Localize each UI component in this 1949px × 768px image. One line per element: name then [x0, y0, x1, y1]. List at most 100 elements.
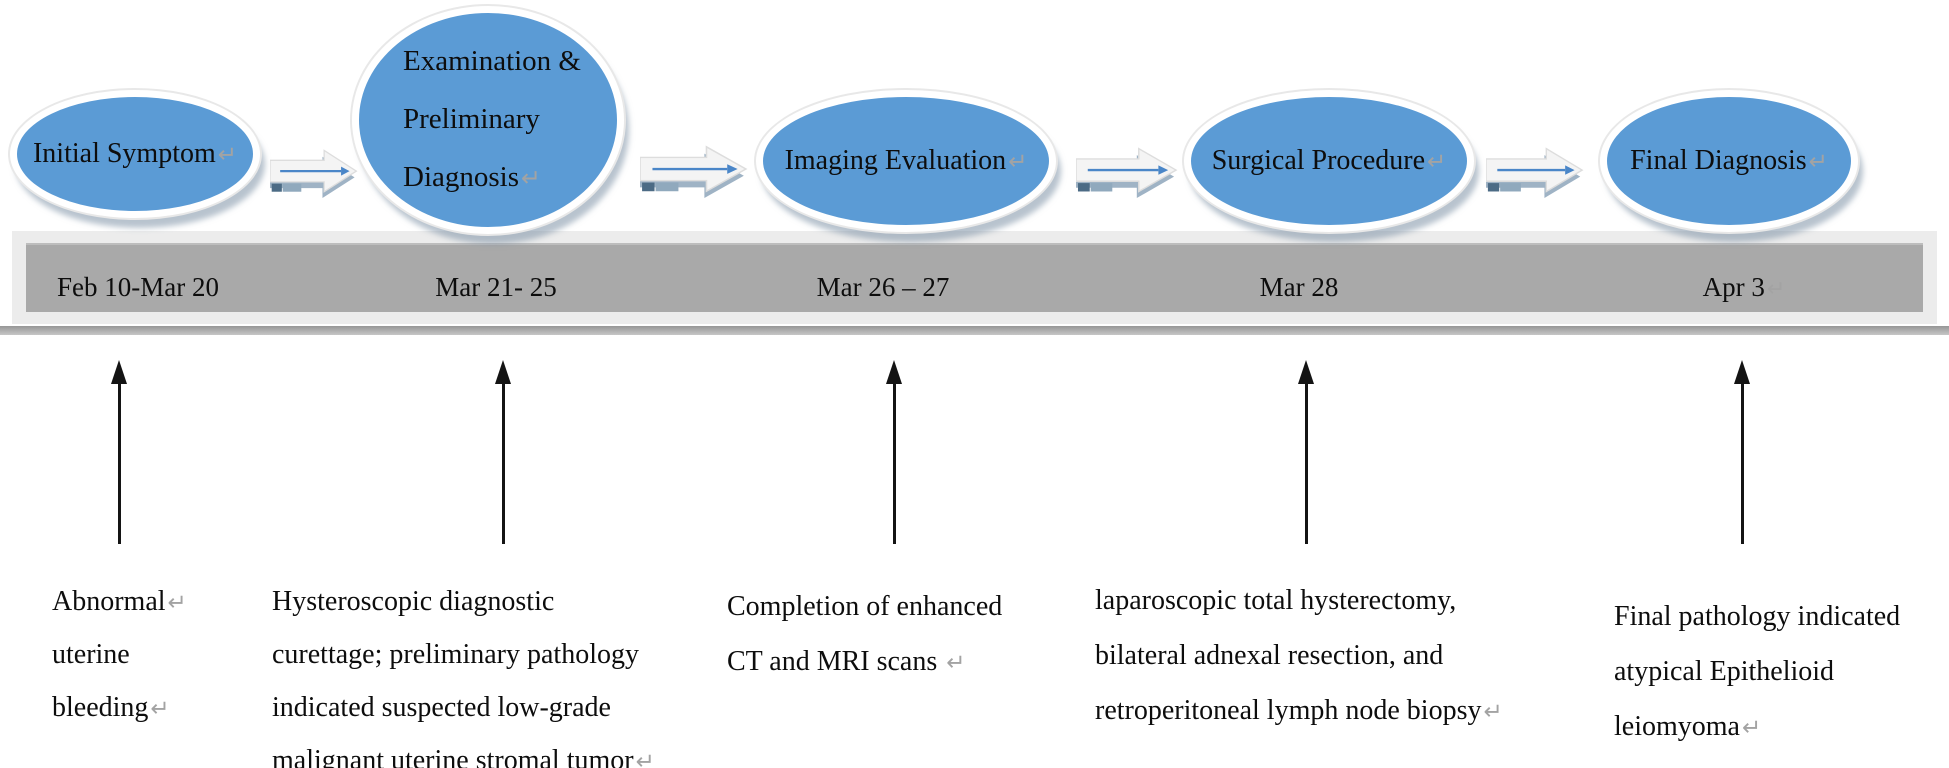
return-arrow-icon: ↵	[1808, 149, 1828, 175]
up-arrow-icon	[494, 360, 512, 546]
return-arrow-icon: ↵	[1766, 276, 1786, 302]
stage-note-initial-symptom: Abnormal↵ uterine bleeding↵	[52, 576, 187, 735]
return-arrow-icon	[949, 276, 951, 302]
note-text: indicated suspected low-grade	[272, 692, 611, 723]
note-line: atypical Epithelioid	[1614, 645, 1902, 700]
stage-ellipse-surgical-procedure: Surgical Procedure↵	[1184, 90, 1474, 232]
note-text: atypical Epithelioid	[1614, 656, 1835, 687]
return-arrow-icon	[557, 276, 559, 302]
flow-arrow-icon	[640, 142, 748, 198]
note-text: leiomyoma	[1614, 711, 1740, 742]
up-arrow-head	[1734, 360, 1750, 384]
note-text: bleeding	[52, 692, 149, 723]
note-line: uterine	[52, 629, 187, 682]
note-text: bilateral adnexal resection, and	[1095, 640, 1444, 671]
flow-arrow-icon	[270, 146, 358, 198]
stage-note-examination-preliminary-diagnosis: Hysteroscopic diagnostic curettage; prel…	[272, 576, 655, 768]
note-text: Abnormal	[52, 586, 166, 617]
return-arrow-icon: ↵	[167, 590, 187, 616]
note-text: uterine	[52, 639, 130, 670]
note-text: retroperitoneal lymph node biopsy	[1095, 695, 1482, 726]
up-arrow-icon	[885, 360, 903, 546]
flow-arrow-icon	[1076, 144, 1178, 198]
stage-date: Mar 26 – 27	[817, 272, 952, 303]
return-arrow-icon: ↵	[217, 142, 237, 168]
up-arrow-head	[111, 360, 127, 384]
note-line: Completion of enhanced	[727, 580, 1004, 635]
return-arrow-icon	[1338, 276, 1340, 302]
return-arrow-icon	[639, 643, 641, 669]
note-text: Hysteroscopic diagnostic	[272, 586, 555, 617]
up-arrow-shaft	[1304, 384, 1308, 544]
return-arrow-icon	[611, 696, 613, 722]
note-line: laparoscopic total hysterectomy,	[1095, 574, 1503, 629]
return-arrow-icon	[1900, 605, 1902, 631]
stage-date: Apr 3↵	[1703, 272, 1786, 303]
up-arrow-head	[1298, 360, 1314, 384]
stage-label: Imaging Evaluation↵	[785, 145, 1028, 177]
stage-note-imaging-evaluation: Completion of enhanced CT and MRI scans …	[727, 580, 1004, 690]
up-arrow-icon	[110, 360, 128, 546]
stage-date-text: Mar 26 – 27	[816, 272, 950, 302]
return-arrow-icon: ↵	[1741, 715, 1762, 741]
stage-ellipse-final-diagnosis: Final Diagnosis↵	[1600, 90, 1858, 232]
note-line: curettage; preliminary pathology	[272, 629, 655, 682]
stage-label: Initial Symptom↵	[33, 138, 237, 170]
note-line: malignant uterine stromal tumor↵	[272, 735, 655, 768]
divider-rule	[0, 326, 1949, 335]
stage-date-text: Feb 10-Mar 20	[57, 272, 219, 302]
note-line: Final pathology indicated	[1614, 590, 1902, 645]
return-arrow-icon: ↵	[1008, 149, 1028, 175]
note-text: laparoscopic total hysterectomy,	[1095, 585, 1457, 616]
stage-label-text: Final Diagnosis	[1630, 145, 1807, 176]
return-arrow-icon	[219, 276, 221, 302]
return-arrow-icon	[581, 48, 583, 76]
stage-label: Diagnosis↵	[403, 149, 541, 207]
up-arrow-shaft	[892, 384, 896, 544]
stage-label-text: Preliminary	[403, 103, 540, 135]
stage-date: Mar 28	[1260, 272, 1341, 303]
up-arrow-icon	[1733, 360, 1751, 546]
stage-ellipse-examination-preliminary-diagnosis: Examination & Preliminary Diagnosis↵	[352, 6, 624, 234]
stage-label-text: Imaging Evaluation	[784, 145, 1007, 176]
stage-label: Surgical Procedure↵	[1212, 145, 1447, 177]
up-arrow-icon	[1297, 360, 1315, 546]
return-arrow-icon	[540, 106, 542, 134]
return-arrow-icon: ↵	[1483, 699, 1503, 725]
return-arrow-icon	[1834, 660, 1836, 686]
return-arrow-icon	[554, 590, 556, 616]
stage-date-text: Apr 3	[1702, 272, 1765, 302]
return-arrow-icon: ↵	[635, 749, 655, 768]
stage-ellipse-initial-symptom: Initial Symptom↵	[10, 90, 260, 218]
note-line: retroperitoneal lymph node biopsy↵	[1095, 684, 1503, 739]
stage-date: Mar 21- 25	[435, 272, 558, 303]
note-line: bleeding↵	[52, 682, 187, 735]
stage-note-final-diagnosis: Final pathology indicated atypical Epith…	[1614, 590, 1902, 755]
return-arrow-icon: ↵	[1427, 149, 1447, 175]
flow-arrow-icon	[1486, 144, 1584, 198]
note-line: Hysteroscopic diagnostic	[272, 576, 655, 629]
note-line: bilateral adnexal resection, and	[1095, 629, 1503, 684]
note-text: malignant uterine stromal tumor	[272, 745, 634, 768]
note-line: CT and MRI scans ↵	[727, 635, 1004, 690]
note-text: Completion of enhanced	[727, 591, 1003, 622]
stage-ellipse-imaging-evaluation: Imaging Evaluation↵	[756, 90, 1056, 232]
note-text: CT and MRI scans	[727, 646, 945, 677]
stage-label-text: Surgical Procedure	[1211, 145, 1426, 176]
return-arrow-icon	[1456, 589, 1458, 615]
stage-label-text: Diagnosis	[403, 161, 519, 193]
note-text: Final pathology indicated	[1614, 601, 1901, 632]
note-text: curettage; preliminary pathology	[272, 639, 639, 670]
return-arrow-icon	[1002, 595, 1004, 621]
up-arrow-head	[886, 360, 902, 384]
note-line: indicated suspected low-grade	[272, 682, 655, 735]
stage-label: Final Diagnosis↵	[1630, 145, 1828, 177]
stage-date-text: Mar 21- 25	[435, 272, 557, 302]
up-arrow-shaft	[117, 384, 121, 544]
stage-note-surgical-procedure: laparoscopic total hysterectomy, bilater…	[1095, 574, 1503, 739]
stage-date: Feb 10-Mar 20	[57, 272, 221, 303]
stage-label: Preliminary	[403, 91, 542, 149]
return-arrow-icon: ↵	[946, 650, 966, 676]
return-arrow-icon	[130, 643, 132, 669]
